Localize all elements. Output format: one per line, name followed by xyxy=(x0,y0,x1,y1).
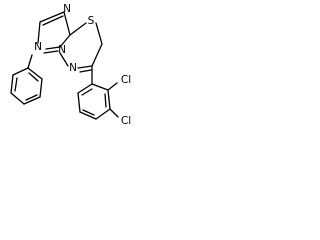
atom-n-top: N xyxy=(63,3,71,15)
aryl-double-3 xyxy=(81,88,93,96)
bond-c-fused-n-ring xyxy=(59,34,71,48)
bond-c-n-mid xyxy=(37,21,41,44)
chemical-structure-diagram: N S N N N Cl Cl xyxy=(10,3,131,127)
bond-s-ch2 xyxy=(95,22,103,45)
phenyl-bond-2 xyxy=(10,74,14,94)
atom-n-mid: N xyxy=(34,41,42,53)
phenyl-bond-4 xyxy=(23,96,41,105)
atom-cl-para: Cl xyxy=(121,115,131,127)
bond-triazole-phenyl xyxy=(27,54,33,69)
aryl-double-1 xyxy=(104,93,107,108)
aryl-bond-6 xyxy=(77,83,93,94)
bond-n-top-c-double xyxy=(42,15,64,26)
bond-lines xyxy=(10,11,119,120)
bond-aryl-cl-para xyxy=(109,108,119,118)
bond-c-n-bottom-double xyxy=(79,69,92,73)
aryl-double-2 xyxy=(82,109,95,116)
phenyl-bond-1 xyxy=(12,67,29,76)
bond-n-bottom-n-ring xyxy=(59,52,69,67)
atom-s: S xyxy=(88,15,95,27)
aryl-bond-3 xyxy=(95,108,111,120)
bond-n-top-c-fused xyxy=(63,11,71,36)
atom-n-bottom: N xyxy=(69,62,77,74)
aryl-bond-4 xyxy=(79,111,97,120)
bond-c-n-bottom xyxy=(77,65,93,69)
phenyl-bond-6 xyxy=(27,67,43,80)
atom-n-ring: N xyxy=(58,44,66,56)
phenyl-double-3 xyxy=(28,72,39,82)
bond-n-ring-n-mid xyxy=(45,46,61,50)
bond-ch2-c xyxy=(91,43,103,67)
atom-cl-ortho: Cl xyxy=(121,74,131,86)
phenyl-double-2 xyxy=(25,94,38,101)
bond-n-top-c xyxy=(39,11,65,23)
aryl-bond-5 xyxy=(77,92,81,113)
bond-aryl-cl-ortho xyxy=(107,82,118,91)
phenyl-bond-5 xyxy=(39,78,43,98)
aryl-bond-1 xyxy=(91,83,109,91)
bond-c-fused-s xyxy=(69,22,87,36)
phenyl-double-1 xyxy=(14,77,18,92)
phenyl-bond-3 xyxy=(10,92,25,105)
bond-n-ring-n-mid-double xyxy=(43,50,59,54)
aryl-bond-2 xyxy=(107,89,111,110)
atom-labels: N S N N N Cl Cl xyxy=(34,3,131,127)
